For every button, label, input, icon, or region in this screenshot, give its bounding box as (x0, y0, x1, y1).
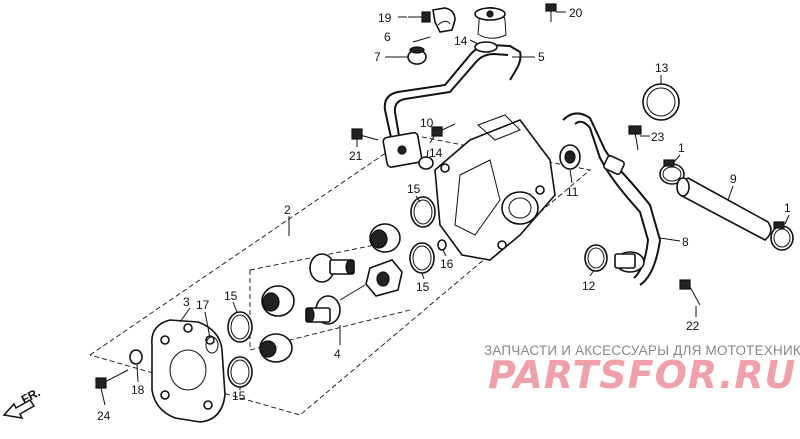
clamp-6 (432, 7, 456, 33)
o-ring-13 (642, 83, 680, 121)
bushing-lower-b (259, 333, 293, 363)
o-ring-16 (437, 239, 447, 251)
rotor-upper (365, 259, 403, 297)
callout-16: 16 (440, 257, 454, 271)
callout-14-lower: 14 (429, 146, 443, 160)
callout-12: 12 (582, 279, 596, 293)
front-direction-arrow: FR. (2, 385, 43, 419)
callout-4: 4 (334, 347, 341, 361)
callout-21: 21 (349, 149, 363, 163)
o-ring-15-upper (410, 196, 436, 228)
collar-7 (407, 46, 427, 65)
bolt-21 (351, 128, 379, 141)
hose-9 (676, 177, 772, 241)
callout-24: 24 (97, 409, 111, 423)
bolt-10 (431, 123, 456, 137)
bolt-19 (408, 11, 431, 23)
pump-cover-3 (151, 319, 226, 423)
callout-8: 8 (682, 235, 689, 249)
callout-14-top: 14 (454, 34, 468, 48)
washer-14-lower (418, 156, 434, 170)
bolt-23 (628, 125, 642, 151)
o-ring-15-left-a (227, 311, 253, 343)
callout-7: 7 (374, 50, 381, 64)
callout-22: 22 (686, 319, 700, 333)
callout-1-left: 1 (678, 141, 685, 155)
bolt-20 (545, 3, 557, 22)
callout-15-left-top: 15 (224, 289, 238, 303)
callout-17: 17 (196, 298, 210, 312)
callout-labels: 19 20 6 14 7 5 13 10 23 1 21 14 9 15 11 … (97, 6, 791, 423)
callout-15-left-bottom: 15 (232, 389, 246, 403)
hose-clamp-1-left (659, 159, 685, 185)
callout-18: 18 (131, 383, 145, 397)
callout-11: 11 (566, 185, 579, 199)
o-ring-15-left-b (227, 356, 253, 388)
leader-lines (100, 11, 790, 406)
o-ring-15-mid (409, 242, 435, 274)
hose-8 (562, 112, 662, 286)
bolt-22 (679, 279, 701, 306)
bolt-24 (95, 369, 129, 389)
washer-18 (129, 349, 143, 365)
callout-20: 20 (569, 6, 583, 20)
callout-1-right: 1 (784, 201, 791, 215)
callout-9: 9 (730, 172, 737, 186)
callout-6: 6 (384, 30, 391, 44)
callout-15-mid: 15 (416, 280, 430, 294)
oil-seal-11 (559, 144, 581, 170)
callout-15-top: 15 (407, 182, 421, 196)
gear-shaft-4-upper (309, 253, 355, 283)
front-direction-label: FR. (19, 385, 43, 406)
watermark-subtitle: ЗАПЧАСТИ И АКСЕССУАРЫ ДЛЯ МОТОТЕХНИКИ (484, 343, 800, 358)
callout-13: 13 (655, 61, 669, 75)
callout-23: 23 (651, 130, 665, 144)
watermark-brand: PARTSFOR.RU (488, 353, 797, 397)
bushing-lower-a (261, 285, 295, 317)
callout-2: 2 (284, 203, 291, 217)
dowel-17 (205, 336, 219, 354)
bushing-upper (369, 223, 401, 253)
callout-10: 10 (420, 116, 434, 130)
callout-3: 3 (183, 295, 190, 309)
oil-pipe-5 (382, 7, 522, 168)
pump-body (434, 114, 556, 261)
callout-5: 5 (538, 50, 545, 64)
hose-clamp-1-right (770, 221, 794, 251)
callout-19: 19 (378, 11, 392, 25)
gear-shaft-4-lower (305, 284, 366, 325)
o-ring-12 (584, 244, 608, 272)
